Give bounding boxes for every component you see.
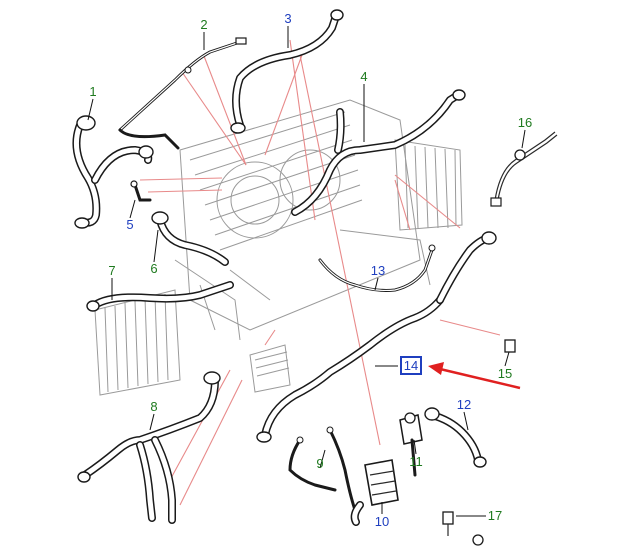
label-14: 14 xyxy=(404,358,418,373)
part-7-hose xyxy=(86,281,234,312)
part-16-sensor xyxy=(490,131,558,207)
part-13-hose xyxy=(318,244,436,292)
part-5-fitting xyxy=(130,180,152,202)
part-10-housing xyxy=(350,459,399,526)
part-2-pipe xyxy=(118,37,247,150)
part-17-bolt xyxy=(442,511,484,546)
callout-lines xyxy=(139,39,501,506)
label-11: 11 xyxy=(409,454,423,469)
label-2: 2 xyxy=(200,17,207,32)
label-15: 15 xyxy=(498,366,512,381)
highlight-box xyxy=(400,356,422,375)
label-4: 4 xyxy=(360,69,367,84)
part-4-hose xyxy=(291,89,466,216)
part-12-hose xyxy=(424,407,487,468)
part-14-hose xyxy=(256,231,497,443)
label-6: 6 xyxy=(150,261,157,276)
label-3: 3 xyxy=(284,11,291,26)
highlight-arrow xyxy=(428,362,521,390)
part-11-valve xyxy=(399,412,423,477)
part-3-hose xyxy=(230,9,344,134)
label-17: 17 xyxy=(488,508,502,523)
label-8: 8 xyxy=(150,399,157,414)
part-6-hose xyxy=(151,211,229,266)
part-15-clip xyxy=(504,339,516,353)
label-10: 10 xyxy=(375,514,389,529)
part-labels: 1 2 3 4 5 6 7 8 9 10 11 12 13 14 15 16 1… xyxy=(89,11,532,529)
label-9: 9 xyxy=(316,456,323,471)
label-5: 5 xyxy=(126,217,133,232)
part-9-pipe xyxy=(288,426,357,512)
label-7: 7 xyxy=(108,263,115,278)
label-16: 16 xyxy=(518,115,532,130)
label-12: 12 xyxy=(457,397,471,412)
number-leaders xyxy=(87,26,526,517)
label-13: 13 xyxy=(371,263,385,278)
part-8-hose-assembly xyxy=(77,371,221,524)
radiator-assembly xyxy=(94,99,463,396)
label-1: 1 xyxy=(89,84,96,99)
part-1-hose xyxy=(72,115,154,229)
